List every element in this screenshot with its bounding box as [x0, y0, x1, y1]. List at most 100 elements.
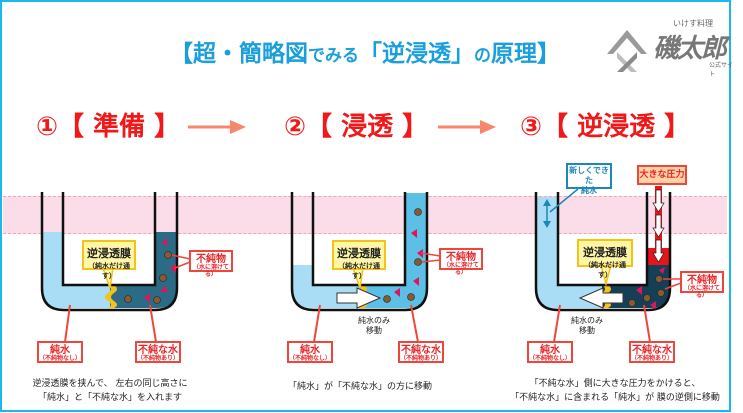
impurity-particle — [650, 301, 656, 309]
pure-water — [42, 232, 110, 308]
step-arrow-icon — [188, 120, 246, 134]
flow-note-line: 移動 — [579, 326, 595, 336]
flow-note: 純水のみ 移動 — [562, 316, 612, 337]
pure-water-sublabel: （不純物なし） — [289, 355, 332, 362]
water-level-band — [3, 196, 727, 234]
step-1-caption: 逆浸透膜を挟んで、 左右の同じ高さに 「純水」と「不純な水」を入れます — [20, 377, 200, 406]
impurity-particle — [628, 299, 636, 307]
impurity-sublabel: （水に溶けてる） — [192, 264, 229, 278]
flow-note-line: 純水のみ — [571, 316, 603, 325]
title-bracket-open: 【 — [170, 41, 193, 67]
impurity-particle — [411, 229, 417, 238]
step-3-heading: ③【 逆浸透 】 — [520, 112, 691, 142]
pressure-arrow-icon — [652, 239, 665, 263]
impurity-label: 不純物 — [687, 275, 717, 286]
impurity-particle — [417, 249, 423, 258]
flow-arrow-right-icon — [336, 287, 382, 309]
impurity-particle — [407, 293, 415, 301]
impure-water-sublabel: （不純物あり） — [137, 355, 180, 362]
impurity-sublabel: （水に溶けてる） — [683, 285, 720, 299]
impure-water-label: 不純な水 — [401, 345, 441, 356]
step-3-caption: 「不純な水」側に大きな圧力をかけると、 「不純な水」に含まれる「純水」が 膜の逆… — [505, 377, 725, 406]
flow-arrow-left-icon — [578, 287, 624, 309]
step-arrow-icon — [438, 120, 496, 134]
site-logo[interactable]: いけす料理 磯太郎 公式サイト — [605, 18, 735, 78]
impure-water-sublabel: （不純物あり） — [631, 355, 674, 362]
impurity-label: 不純物 — [446, 252, 476, 263]
membrane-icon — [105, 285, 117, 308]
impurity-particle — [413, 277, 419, 286]
step-1-heading: ①【 準備 】 — [36, 112, 181, 142]
impurity-particle — [144, 293, 150, 302]
pure-water-label: 純水 — [540, 345, 560, 356]
impurity-particle — [394, 288, 400, 297]
impure-water — [358, 193, 427, 308]
impure-water-callout: 不純な水 （不純物あり） — [629, 341, 675, 363]
impure-water-sublabel: （不純物あり） — [400, 355, 443, 362]
impurity-particle — [414, 208, 422, 216]
flow-note: 純水のみ 移動 — [349, 316, 399, 337]
membrane-label: 逆浸透膜 — [337, 247, 381, 260]
caption-line: 「純水」と「不純な水」を入れます — [37, 393, 182, 404]
logo-sub: 公式サイト — [709, 62, 734, 78]
impurity-callout: 不純物 （水に溶けてる） — [189, 250, 233, 277]
step-2-heading: ②【 浸透 】 — [284, 112, 429, 142]
impurity-particle — [643, 294, 651, 302]
impurity-particle — [414, 258, 422, 266]
pure-water-callout: 純水 （不純物なし） — [37, 341, 83, 363]
membrane-callout: 逆浸透膜 （純水だけ通す） — [82, 240, 136, 280]
title-part: でみる — [308, 46, 359, 66]
new-water-line: 純水 — [581, 186, 597, 195]
pure-water-callout: 純水 （不純物なし） — [287, 341, 333, 363]
caption-line: 「純水」が「不純な水」の方に移動 — [287, 382, 432, 392]
pressure-callout: 大きな圧力 — [637, 165, 687, 185]
impurity-particle — [170, 264, 176, 273]
impure-water — [110, 232, 177, 308]
impure-water-label: 不純な水 — [632, 345, 672, 356]
impurity-label: 不純物 — [196, 254, 226, 265]
impurity-particle — [162, 238, 167, 247]
logo-kana: いけす料理 — [673, 19, 713, 28]
impure-water-callout: 不純な水 （不純物あり） — [135, 341, 181, 363]
caption-line: 「不純な水」側に大きな圧力をかけると、 — [529, 379, 701, 389]
pressure-arrow-icon — [652, 189, 665, 213]
impurity-particle — [657, 289, 665, 297]
impurity-sublabel: （水に溶けてる） — [442, 262, 479, 276]
impurity-callout: 不純物 （水に溶けてる） — [439, 248, 483, 275]
pure-water-label: 純水 — [300, 345, 320, 356]
membrane-sublabel: （純水だけ通す） — [584, 261, 626, 279]
membrane-sublabel: （純水だけ通す） — [88, 262, 130, 280]
title-part: 「逆浸透」 — [359, 41, 474, 67]
title-bracket-close: 】 — [537, 41, 560, 67]
impurity-particle — [636, 286, 642, 295]
pressure-arrow-icon — [652, 214, 665, 238]
pure-water-sublabel: （不純物なし） — [529, 355, 572, 362]
pure-water-label: 純水 — [50, 345, 70, 356]
membrane-sublabel: （純水だけ通す） — [338, 262, 380, 280]
impurity-particle — [659, 267, 665, 274]
pure-water — [536, 197, 602, 308]
membrane-label: 逆浸透膜 — [87, 247, 131, 260]
impurity-particle — [160, 286, 168, 292]
page-title: 【超・簡略図でみる「逆浸透」の原理】 — [150, 34, 580, 68]
flow-note-line: 移動 — [366, 326, 382, 336]
impurity-particle — [164, 251, 172, 259]
step-2-caption: 「純水」が「不純な水」の方に移動 — [270, 380, 450, 394]
membrane-callout: 逆浸透膜 （純水だけ通す） — [332, 240, 386, 280]
impurity-particle — [153, 296, 161, 304]
pure-water-callout: 純水 （不純物なし） — [527, 341, 573, 363]
caption-line: 「不純な水」に含まれる「純水」が 膜の逆側に移動 — [510, 393, 720, 404]
impure-water-label: 不純な水 — [138, 345, 178, 356]
logo-mark-icon — [607, 30, 647, 72]
logo-name: 磯太郎 — [653, 34, 727, 64]
membrane-callout: 逆浸透膜 （純水だけ通す） — [577, 239, 633, 279]
impure-water-callout: 不純な水 （不純物あり） — [398, 341, 444, 363]
title-part: 超・簡略図 — [193, 41, 308, 67]
title-part: 原理 — [491, 41, 537, 67]
impurity-particle — [159, 274, 167, 282]
impurity-particle — [124, 295, 132, 303]
